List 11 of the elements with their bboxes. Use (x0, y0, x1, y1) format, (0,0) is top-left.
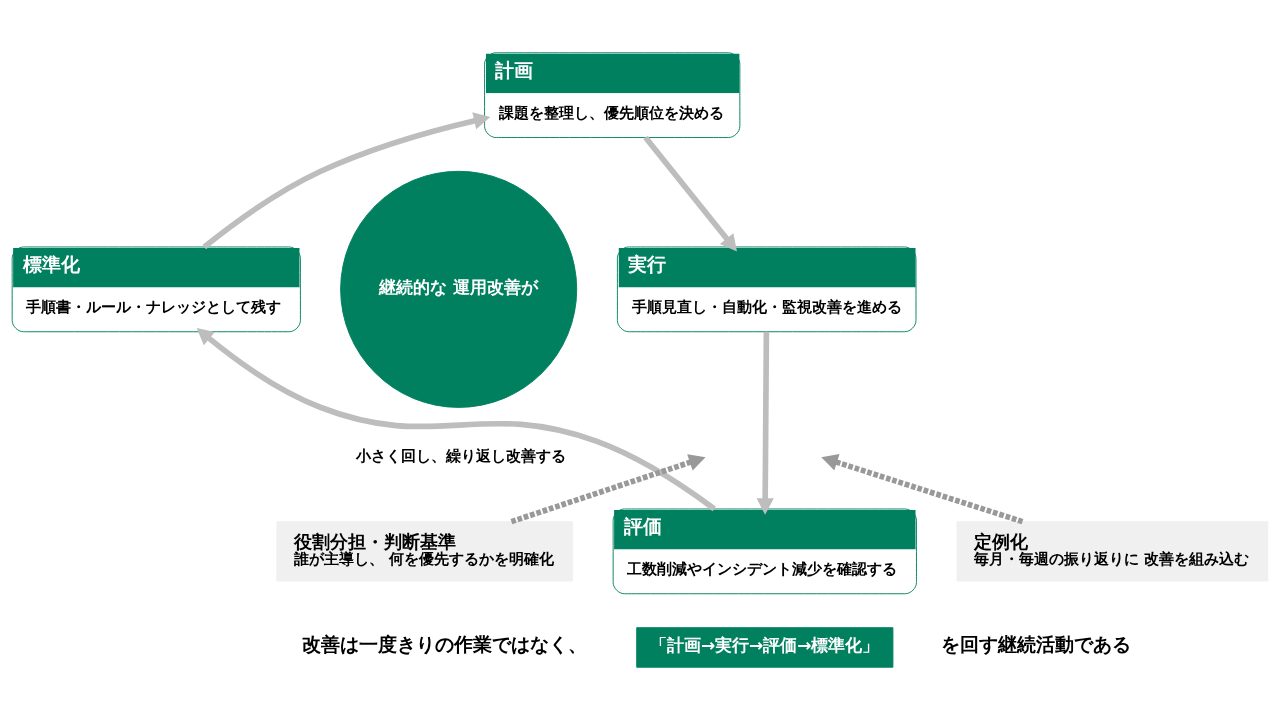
node-box: 「計画→実行→評価→標準化」 (636, 627, 894, 668)
arrow (196, 328, 716, 512)
arrow (202, 112, 491, 250)
node-label: 小さく回し、繰り返し改善する (356, 446, 566, 465)
label: を回す継続活動である (941, 634, 1132, 656)
node-box: 役割分担・判断基準 誰が主導し、 何を優先するかを明確化 (276, 521, 574, 582)
label: 改善は一度きりの作業ではなく、 (302, 634, 588, 656)
node-circle: 継続的な 運用改善が (340, 170, 578, 408)
arrow (643, 135, 737, 252)
node-box: 定例化 毎月・毎週の振り返りに 改善を組み込む (956, 521, 1269, 582)
arrow (756, 331, 774, 515)
